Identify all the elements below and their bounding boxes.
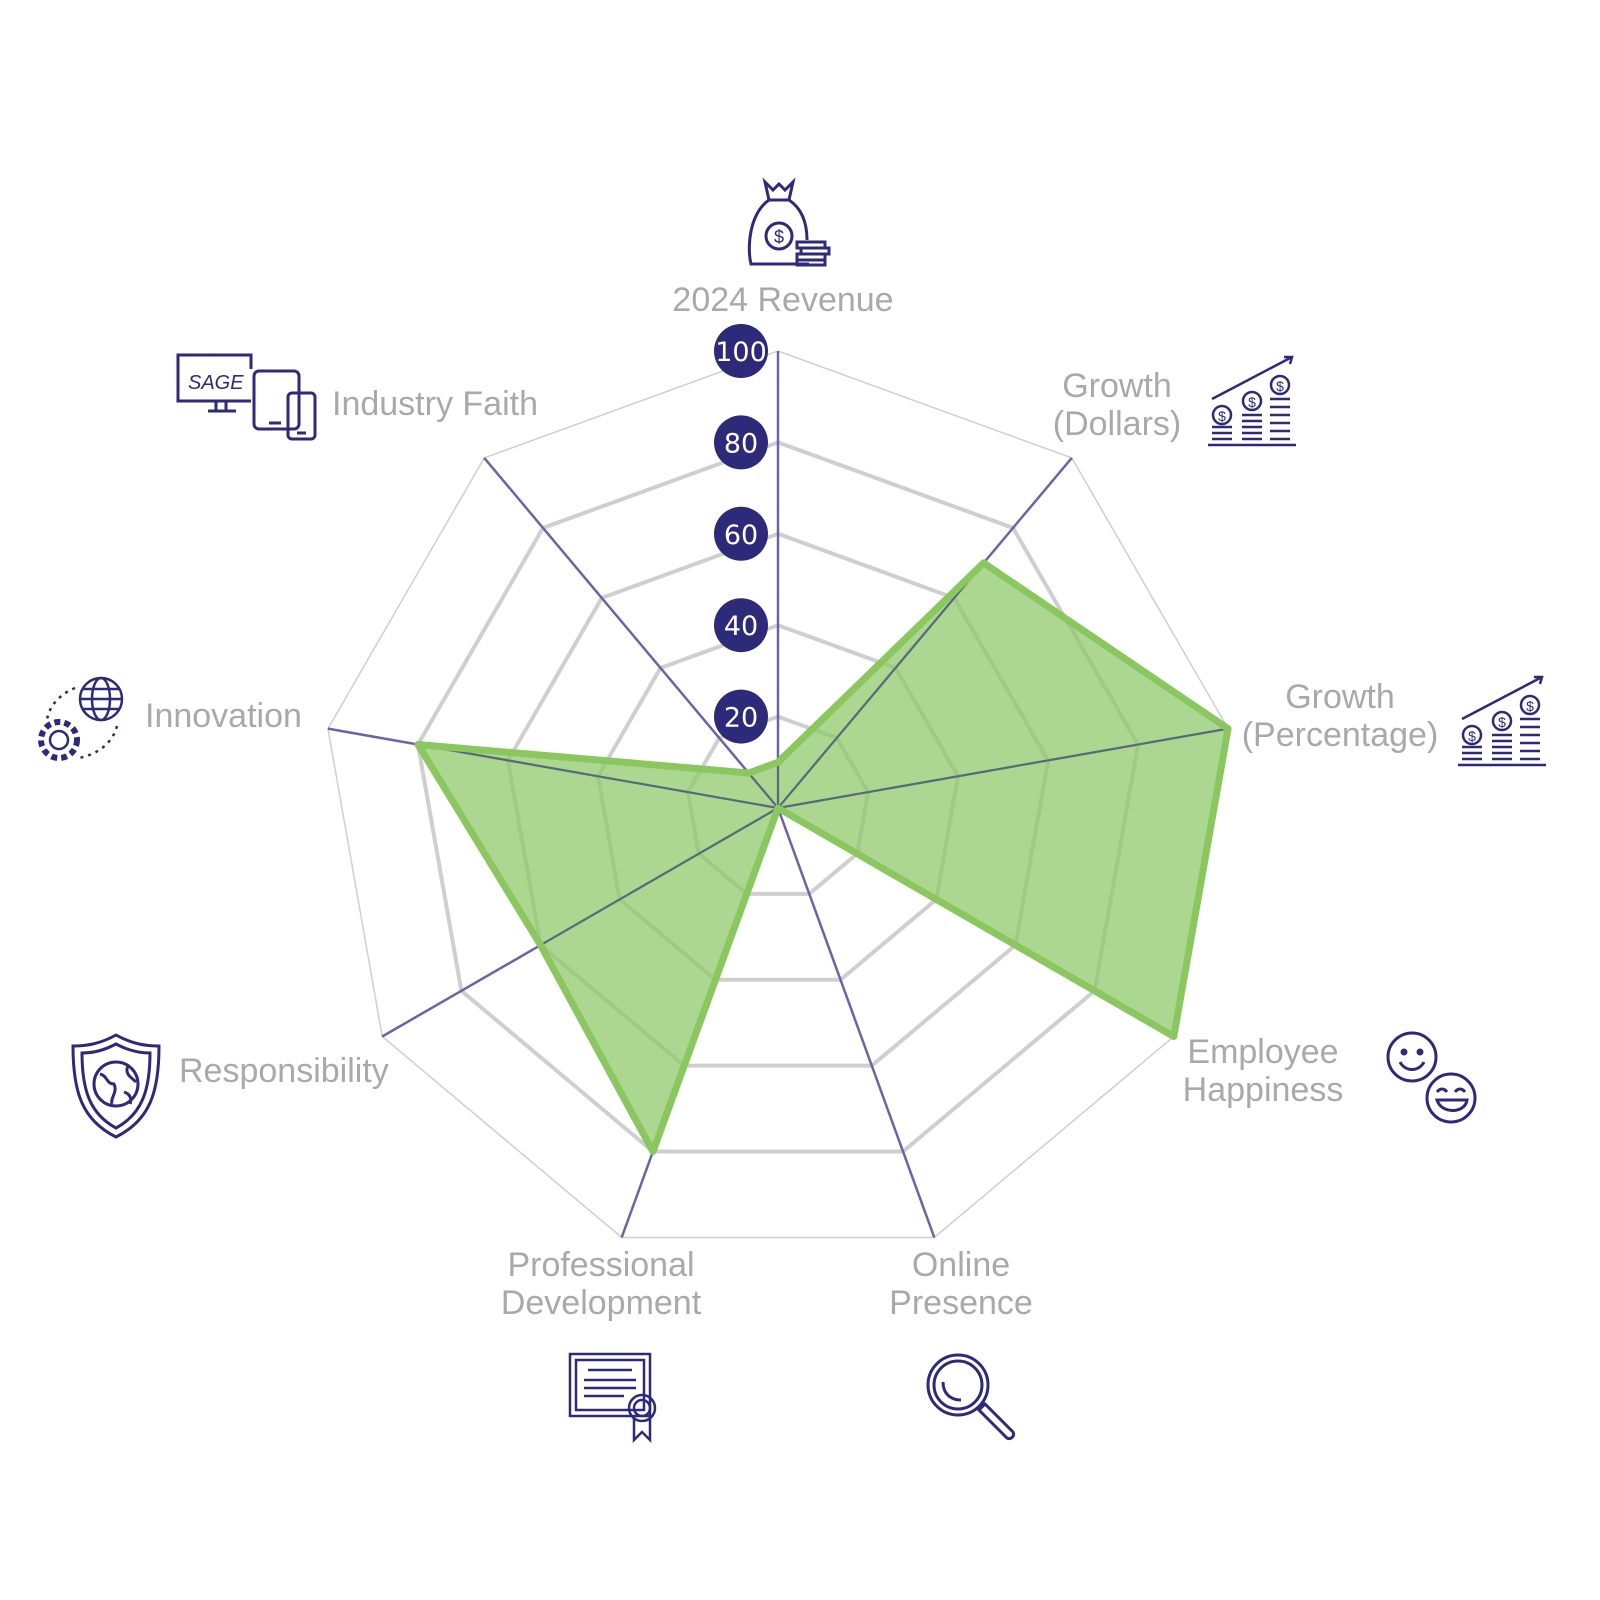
data-point: [776, 760, 780, 765]
tick-label: 40: [724, 611, 758, 642]
svg-text:$: $: [1498, 714, 1506, 730]
data-point: [746, 770, 751, 775]
axis-line-overlay: [777, 727, 1229, 809]
growth-coins-icon: $ $ $: [1208, 355, 1296, 447]
tick-label: 100: [715, 337, 767, 368]
tick-label: 60: [724, 520, 758, 551]
data-point: [1171, 1034, 1176, 1039]
growth-coins-icon: $ $ $: [1458, 675, 1546, 767]
axis-label-line: (Percentage): [1241, 716, 1439, 754]
svg-text:$: $: [1218, 408, 1226, 424]
svg-text:$: $: [774, 227, 784, 247]
data-point: [538, 943, 543, 948]
svg-text:$: $: [1276, 378, 1284, 394]
axis-label-line: (Dollars): [1052, 405, 1182, 443]
tick-badge: [714, 689, 768, 744]
axis-line-overlay: [417, 727, 779, 809]
globe-gear-icon: [38, 676, 124, 761]
axis-label-line: Growth: [1285, 678, 1395, 716]
tick-badge: [714, 324, 768, 378]
axis-label-line: Innovation: [145, 697, 302, 735]
axis-label: Industry Faith: [332, 385, 538, 423]
axis-label-line: 2024 Revenue: [672, 281, 894, 319]
tick-label: 20: [724, 703, 758, 734]
axis-line: [776, 807, 936, 1238]
devices-icon: SAGE: [176, 353, 317, 441]
grid-ring-100: [327, 350, 1229, 1239]
tick-badge: [714, 598, 768, 653]
axis-label-line: Happiness: [1182, 1071, 1344, 1109]
axis-label-line: Industry Faith: [332, 385, 538, 423]
happy-faces-icon: [1386, 1031, 1477, 1124]
axis-label-line: Employee: [1187, 1033, 1339, 1071]
axis-label-line: Presence: [889, 1284, 1033, 1322]
money-bag-icon: $: [747, 178, 831, 267]
svg-text:$: $: [1468, 728, 1476, 744]
svg-text:$: $: [1526, 698, 1534, 714]
data-point: [1226, 726, 1231, 731]
data-point: [981, 560, 986, 565]
tick-badge: [714, 415, 768, 470]
axis-label: Innovation: [145, 697, 302, 735]
data-point: [776, 806, 780, 810]
axis-line: [483, 457, 779, 809]
data-point: [415, 742, 420, 747]
series-outline: [414, 559, 1232, 1156]
data-point: [650, 1149, 655, 1154]
axis-line-overlay: [777, 562, 1073, 809]
sage-logo: SAGE: [188, 372, 244, 394]
certificate-icon: [568, 1352, 657, 1444]
magnifier-icon: [926, 1353, 1015, 1440]
axis-label: Growth(Dollars): [1053, 367, 1181, 443]
axis-label-line: Growth: [1062, 367, 1172, 405]
axis-label-line: Responsibility: [179, 1052, 389, 1090]
series-area: [417, 562, 1229, 1152]
axis-label: Growth(Percentage): [1242, 678, 1439, 754]
axis-label: Responsibility: [179, 1052, 389, 1090]
globe-shield-icon: [71, 1033, 161, 1139]
tick-badge: [714, 506, 768, 561]
axis-label-line: Development: [500, 1284, 702, 1322]
tick-label: 80: [724, 428, 758, 459]
axis-label-line: Professional: [507, 1246, 695, 1284]
axis-label-line: Online: [911, 1246, 1011, 1284]
axis-label: 2024 Revenue: [672, 281, 893, 319]
ticks: 20 40 60 80 100: [714, 324, 768, 744]
svg-text:$: $: [1248, 394, 1256, 410]
